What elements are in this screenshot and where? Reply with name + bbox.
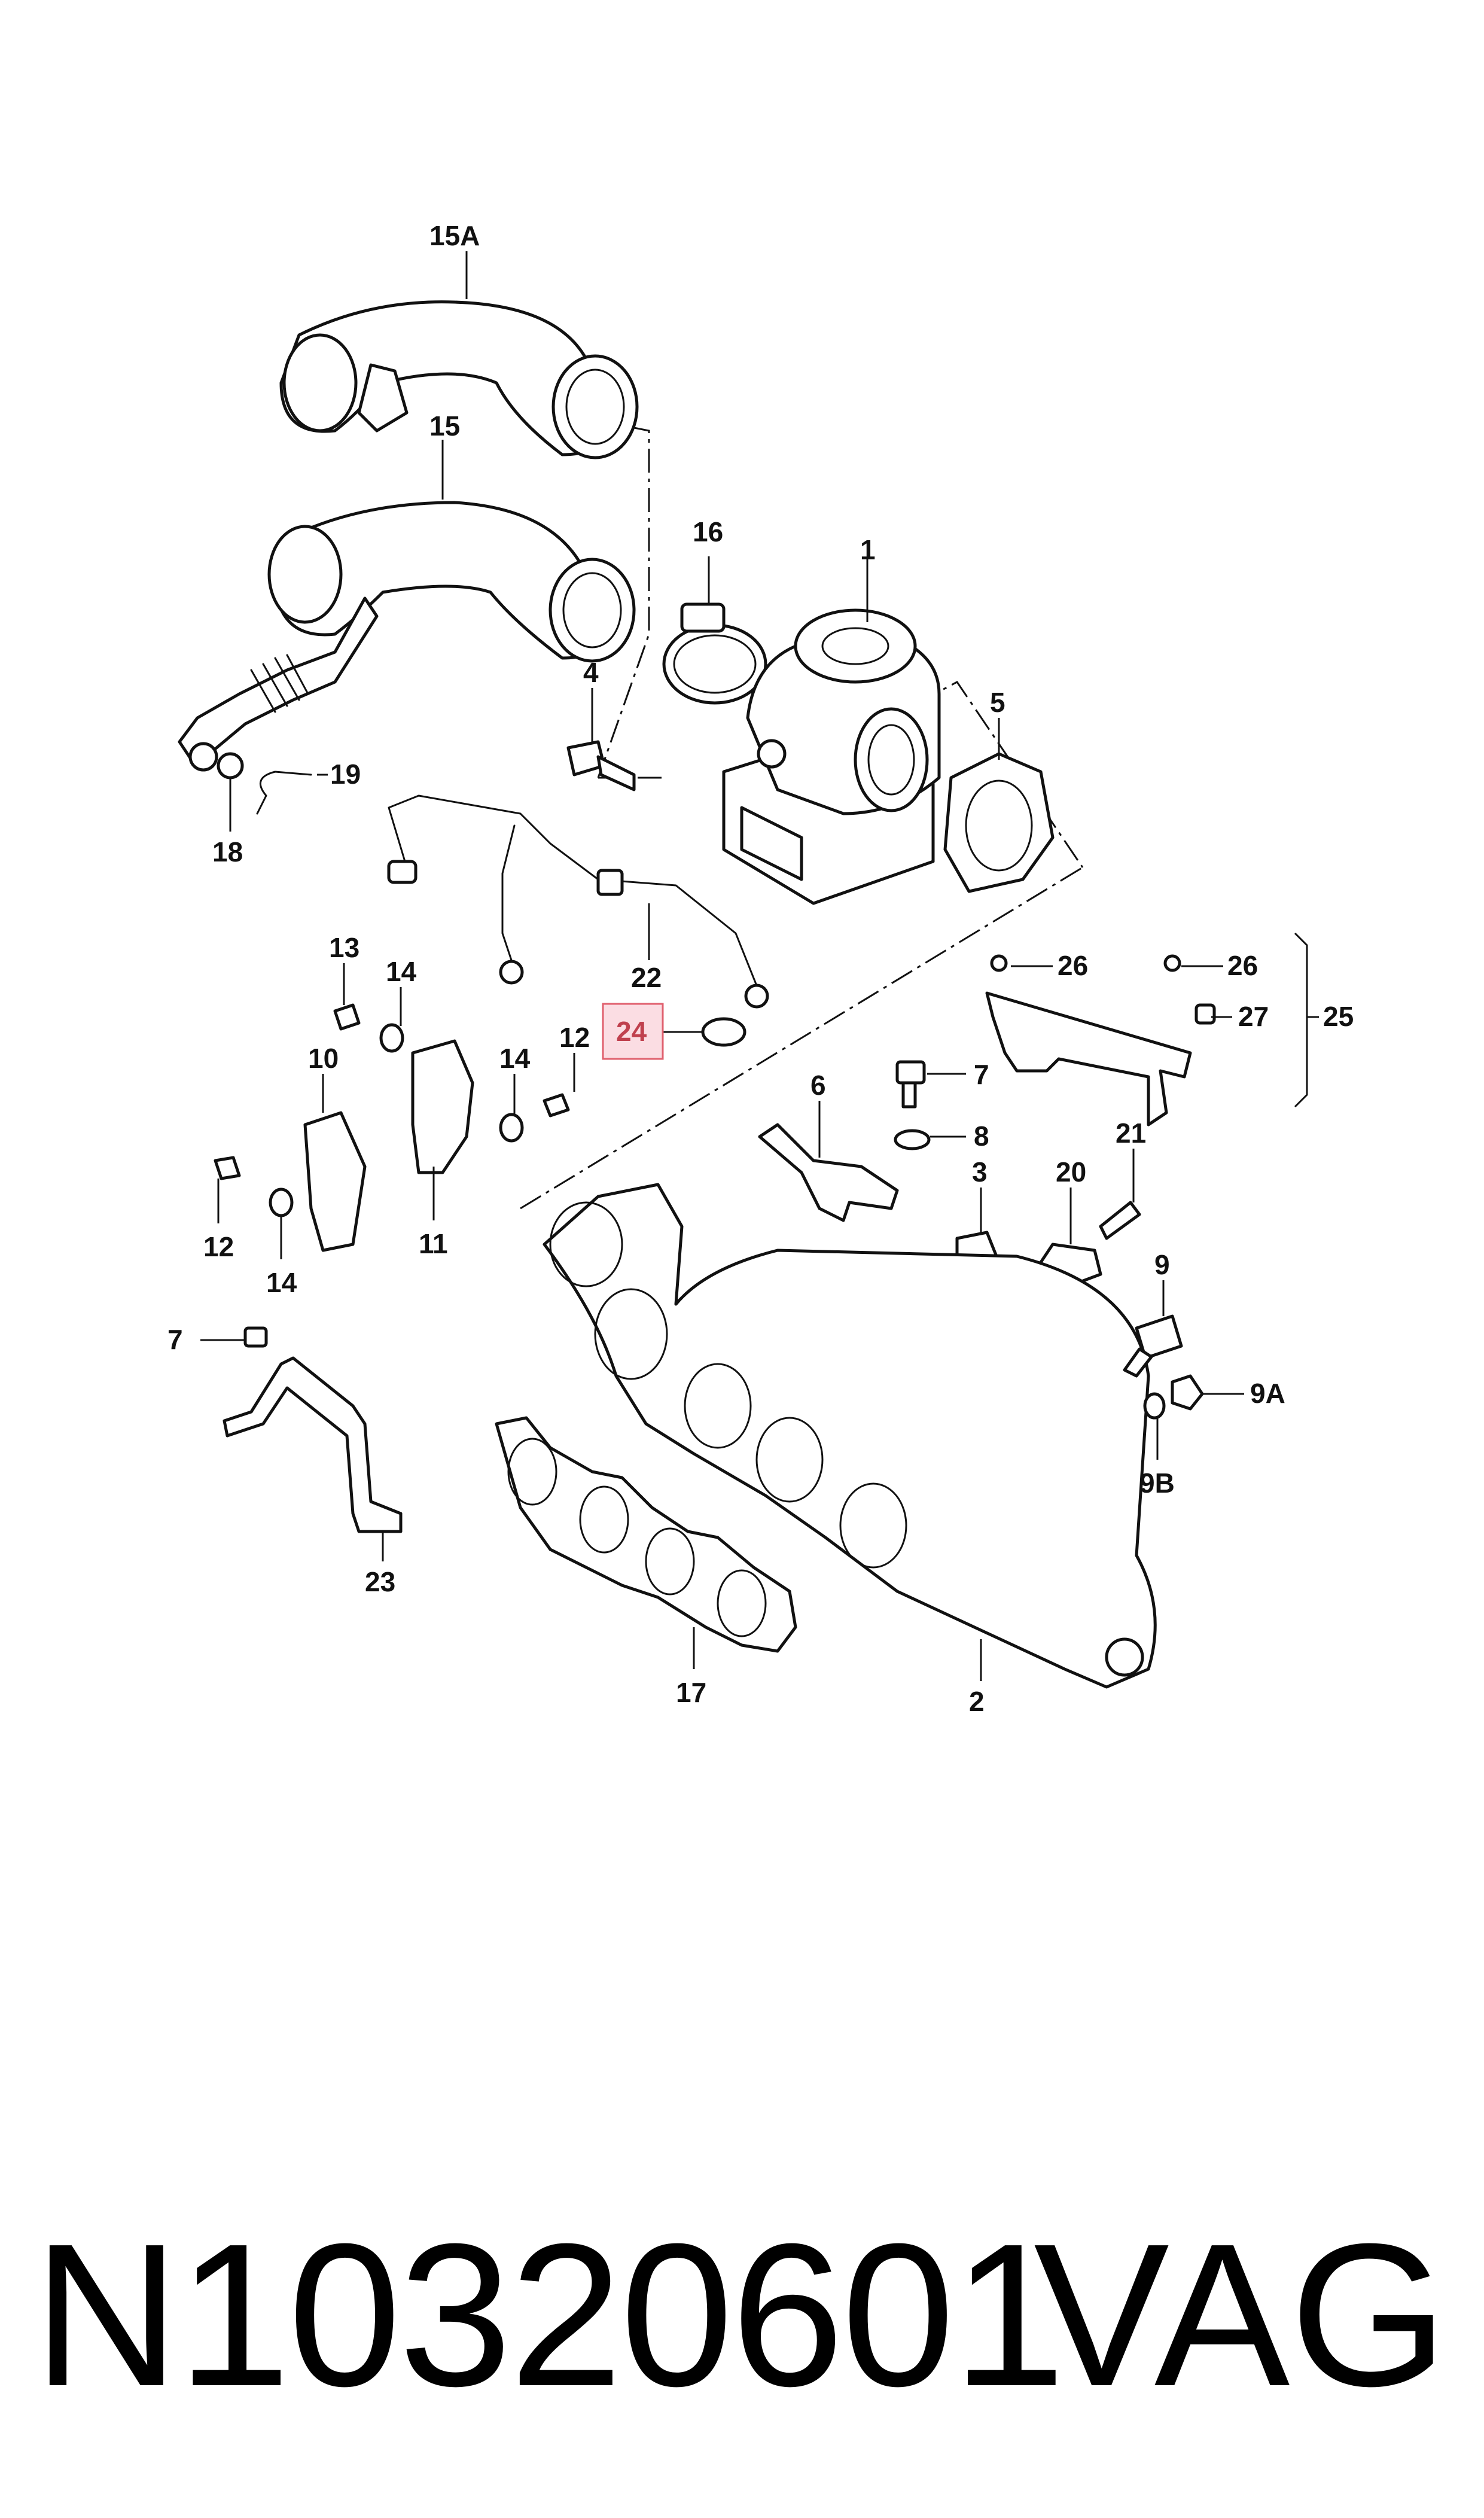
part-number: N10320601	[33, 2202, 1065, 2429]
bolt-7-washer-8	[894, 1060, 931, 1150]
callout-16: 16	[693, 516, 723, 547]
intake-manifold-2	[543, 1183, 1157, 1689]
gasket-5	[943, 752, 1055, 893]
callout-23: 23	[365, 1566, 395, 1597]
callout-9a: 9A	[1250, 1378, 1285, 1409]
callout-18: 18	[212, 836, 243, 867]
leader-lines	[200, 251, 1319, 1681]
callout-27: 27	[1238, 1001, 1269, 1032]
callout-21: 21	[1116, 1118, 1146, 1149]
callout-20: 20	[1056, 1156, 1086, 1188]
bracket-23	[223, 1326, 403, 1533]
bolt-9-nut-9a-washer-9b	[1123, 1314, 1204, 1420]
callout-15a: 15A	[429, 220, 480, 251]
bracket-6	[758, 1123, 899, 1222]
callout-26-left: 26	[1058, 950, 1088, 981]
callout-6: 6	[810, 1070, 826, 1101]
callout-9: 9	[1154, 1249, 1170, 1280]
callout-14-mid: 14	[499, 1043, 531, 1074]
vacuum-line-22	[387, 794, 769, 1009]
callout-7-bottom: 7	[167, 1324, 183, 1355]
callout-1: 1	[860, 534, 876, 565]
bolt-4	[566, 740, 636, 791]
exploded-parts-diagram: 15A 15 16 1 4 5 19 18 22 26 26 27 25 13 …	[167, 220, 1354, 1717]
callout-7-top: 7	[974, 1059, 989, 1090]
bracket-25	[985, 954, 1216, 1126]
callout-4: 4	[583, 657, 599, 688]
clip-19	[256, 771, 312, 815]
gasket-17	[495, 1416, 797, 1653]
callout-25: 25	[1323, 1001, 1354, 1032]
air-hose-15a	[279, 300, 639, 459]
callout-22: 22	[631, 962, 662, 993]
bracket-10	[303, 1111, 367, 1252]
bolts-and-washers	[214, 1003, 570, 1217]
callout-5: 5	[990, 687, 1005, 718]
callout-9b: 9B	[1139, 1467, 1175, 1499]
brand-name: VAG	[1034, 2202, 1448, 2429]
callout-15: 15	[429, 410, 460, 442]
bracket-11	[411, 1039, 474, 1174]
callout-13: 13	[329, 932, 359, 963]
clamp-24	[701, 1017, 746, 1047]
callout-24: 24	[616, 1016, 647, 1047]
callout-11: 11	[419, 1228, 448, 1259]
callout-12-bottom: 12	[203, 1231, 234, 1262]
highlight-box-24	[602, 1003, 664, 1060]
callout-3: 3	[972, 1156, 988, 1188]
callout-8: 8	[974, 1121, 989, 1152]
air-hose-15	[178, 501, 636, 780]
callout-14-top: 14	[386, 956, 417, 987]
callout-10: 10	[308, 1043, 339, 1074]
callout-17: 17	[676, 1677, 706, 1708]
callout-12-top: 12	[559, 1022, 590, 1053]
callout-14-bottom: 14	[266, 1267, 297, 1298]
callout-26-right: 26	[1227, 950, 1258, 981]
callout-labels: 15A 15 16 1 4 5 19 18 22 26 26 27 25 13 …	[167, 220, 1354, 1717]
throttle-body-1	[722, 608, 941, 905]
callout-19: 19	[330, 759, 361, 790]
hose-clamp-16	[662, 602, 767, 705]
callout-2: 2	[969, 1686, 985, 1717]
